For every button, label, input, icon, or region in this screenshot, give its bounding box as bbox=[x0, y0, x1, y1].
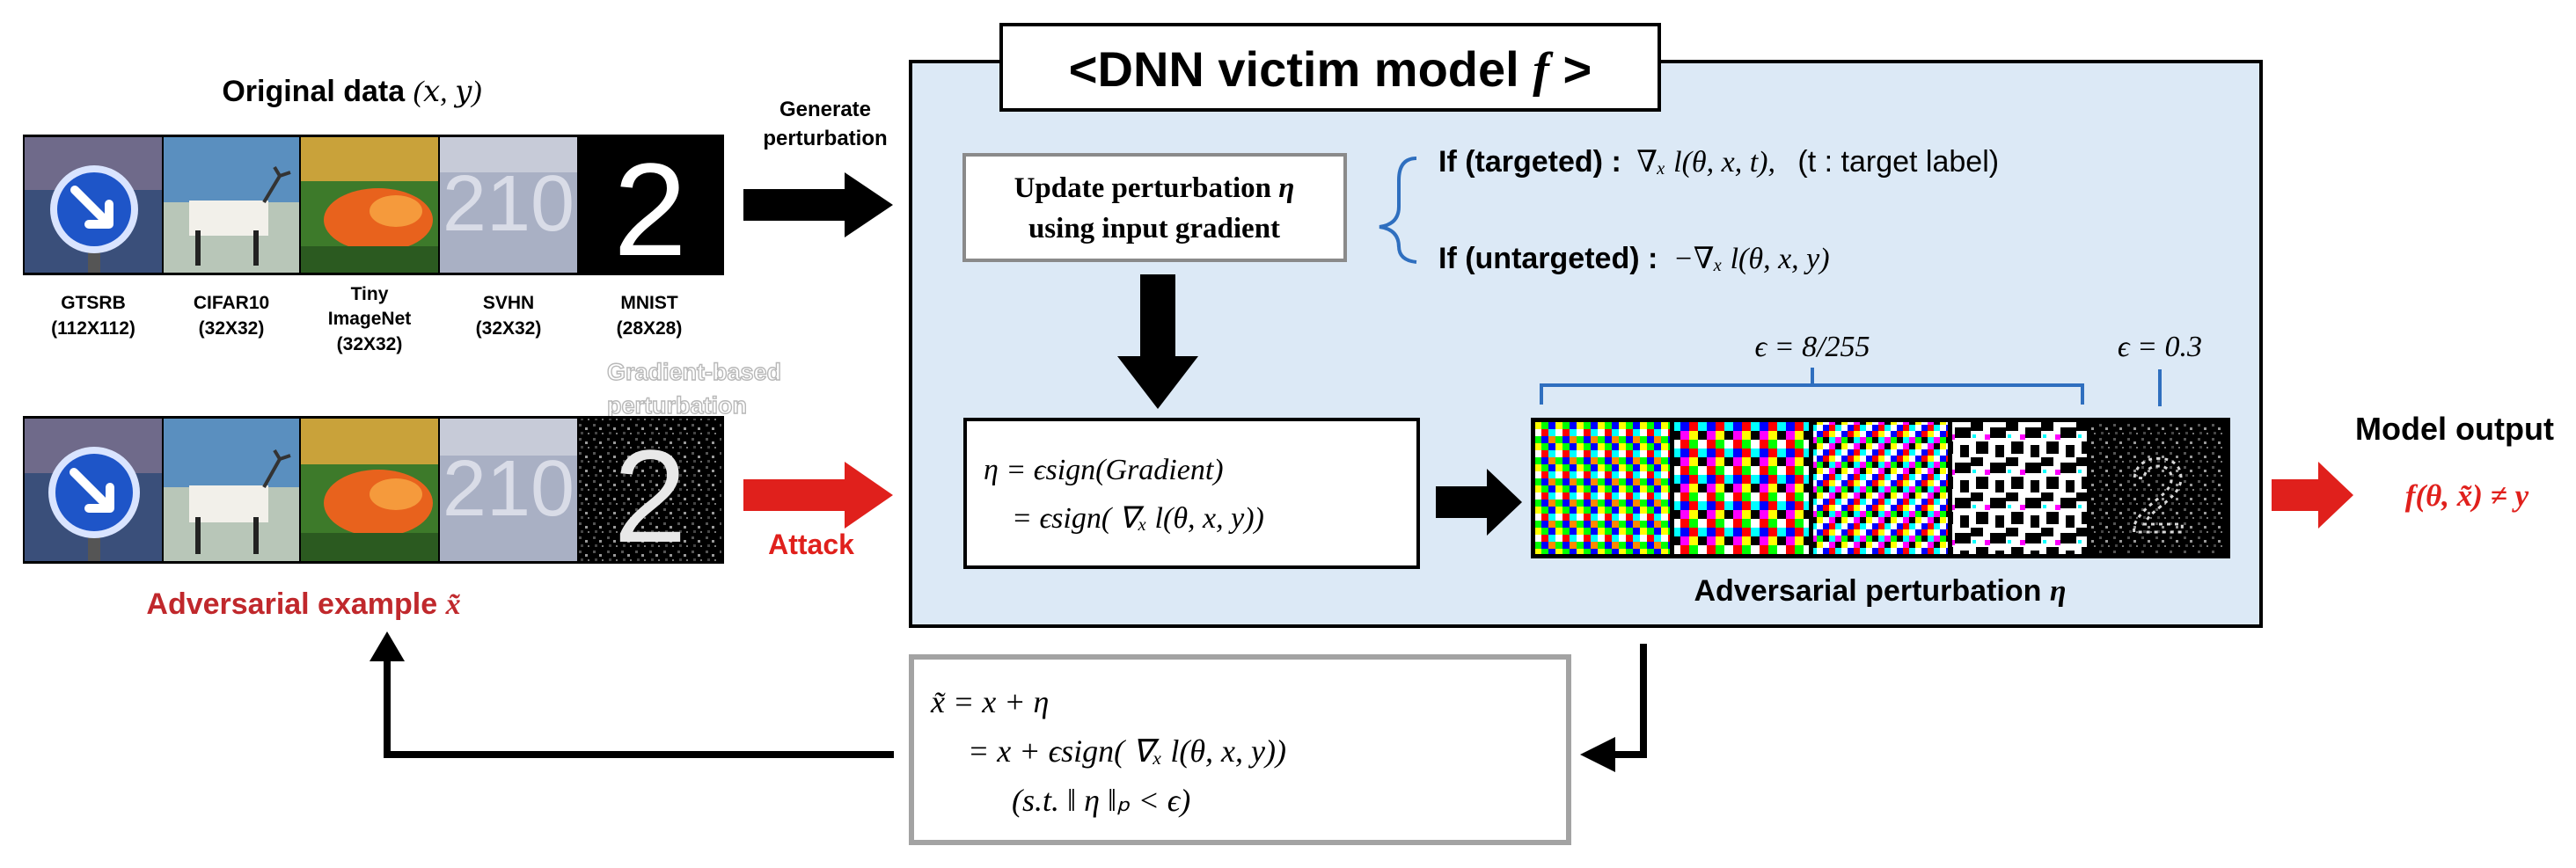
update-line1-text: Update perturbation bbox=[1014, 172, 1271, 204]
panel-title-var: f bbox=[1533, 43, 1554, 98]
perturbation-cifar10 bbox=[1674, 422, 1809, 554]
arrow-icon bbox=[1117, 274, 1198, 409]
dataset-name: SVHN bbox=[483, 293, 534, 313]
arrow-icon bbox=[1436, 469, 1522, 536]
untargeted-expr: −∇ₓ l(θ, x, y) bbox=[1673, 243, 1830, 275]
arrow-icon bbox=[743, 462, 893, 529]
svg-text:210: 210 bbox=[443, 445, 574, 533]
svg-text:2: 2 bbox=[2129, 437, 2188, 555]
curly-brace-icon bbox=[1379, 157, 1417, 264]
dataset-size: (112X112) bbox=[51, 318, 135, 339]
arrow-icon bbox=[1580, 737, 1615, 772]
update-perturbation-box bbox=[962, 153, 1347, 262]
svg-text:Adversarial example x̃: Adversarial example x̃ bbox=[146, 587, 460, 621]
dataset-size: (32X32) bbox=[337, 334, 403, 354]
eta-line2: = ϵsign( ∇ₓ l(θ, x, y)) bbox=[1012, 502, 1264, 535]
panel-title-prefix: <DNN victim model bbox=[1069, 41, 1519, 97]
svg-text:2: 2 bbox=[613, 135, 686, 283]
panel-title: <DNN victim model f > bbox=[1069, 41, 1592, 98]
mnist-image: 2 bbox=[579, 135, 721, 283]
connector-line bbox=[384, 658, 894, 758]
arrow-icon bbox=[743, 172, 893, 237]
perturbation-strip: 2 bbox=[1531, 418, 2230, 558]
dataset-labels: GTSRB (112X112) CIFAR10 (32X32) Tiny Ima… bbox=[51, 284, 682, 354]
dataset-size: (28X28) bbox=[617, 318, 683, 339]
perturbation-mnist bbox=[2091, 422, 2226, 554]
eta-formula-box bbox=[963, 418, 1420, 569]
bracket-icon bbox=[1540, 368, 2084, 405]
dataset-name: CIFAR10 bbox=[194, 293, 269, 313]
arrow-icon bbox=[370, 631, 405, 661]
bottom-line1: x̃ = x + η bbox=[930, 684, 1049, 719]
svg-text:2: 2 bbox=[613, 422, 686, 570]
bottom-line3: (s.t. ‖ η ‖ₚ < ϵ) bbox=[1012, 783, 1190, 818]
eps-rgb-label: ϵ = 8/255 bbox=[1754, 331, 1870, 363]
cifar10-image bbox=[164, 137, 299, 273]
generate-label-line2: perturbation bbox=[763, 127, 887, 150]
perturbation-caption-text: Adversarial perturbation bbox=[1694, 574, 2041, 608]
adversarial-example-var: x̃ bbox=[445, 588, 461, 621]
generate-label-line1: Generate bbox=[779, 98, 871, 121]
svg-text:210: 210 bbox=[443, 160, 574, 248]
gradient-label-line2: perturbation bbox=[607, 392, 747, 419]
adversarial-formula-box bbox=[909, 654, 1571, 845]
perturbation-tiny-imagenet bbox=[1813, 422, 1948, 554]
adversarial-image-strip: 210 2 bbox=[23, 416, 724, 570]
dataset-size: (32X32) bbox=[199, 318, 265, 339]
gtsrb-image bbox=[25, 137, 162, 273]
dataset-name: MNIST bbox=[620, 293, 678, 313]
untargeted-line: If (untargeted) : −∇ₓ l(θ, x, y) bbox=[1438, 242, 1830, 275]
tiny-imagenet-image bbox=[301, 137, 438, 273]
model-output-title: Model output bbox=[2355, 411, 2554, 447]
dataset-name-2: ImageNet bbox=[328, 309, 412, 329]
adversarial-example-title: Adversarial example bbox=[146, 587, 437, 621]
attack-label: Attack bbox=[768, 529, 854, 560]
bottom-line2: = x + ϵsign( ∇ₓ l(θ, x, y)) bbox=[968, 733, 1286, 769]
untargeted-label: If (untargeted) : bbox=[1438, 242, 1658, 275]
targeted-line: If (targeted) : ∇ₓ l(θ, x, t), (t : targ… bbox=[1438, 145, 1999, 179]
perturbation-gtsrb bbox=[1535, 422, 1670, 554]
targeted-note: (t : target label) bbox=[1797, 145, 1999, 179]
svhn-image: 210 bbox=[440, 137, 577, 273]
gradient-perturbation-label: Gradient-based perturbation bbox=[606, 358, 781, 419]
perturbation-svhn bbox=[1952, 422, 2087, 554]
original-image-strip: 210 2 bbox=[23, 135, 724, 283]
update-var: η bbox=[1278, 172, 1294, 204]
update-line1: Update perturbation η bbox=[1014, 172, 1295, 204]
panel-title-box bbox=[999, 23, 1661, 112]
model-output-expr: f(θ, x̃) ≠ y bbox=[2405, 478, 2529, 513]
eta-line1: η = ϵsign(Gradient) bbox=[984, 454, 1224, 486]
dataset-size: (32X32) bbox=[476, 318, 542, 339]
targeted-expr: ∇ₓ l(θ, x, t), bbox=[1636, 146, 1775, 179]
dataset-name: GTSRB bbox=[61, 293, 126, 313]
arrow-icon bbox=[2272, 462, 2353, 529]
eps-mnist-label: ϵ = 0.3 bbox=[2118, 331, 2202, 363]
perturbation-caption-var: η bbox=[2050, 575, 2067, 608]
targeted-label: If (targeted) : bbox=[1438, 145, 1621, 179]
original-data-title: Original data bbox=[222, 75, 406, 108]
connector-line bbox=[1610, 644, 1647, 758]
update-line2: using input gradient bbox=[1028, 213, 1280, 244]
gradient-label-line1: Gradient-based bbox=[607, 359, 781, 385]
svg-text:Original data (𝑥, 𝑦): Original data (𝑥, 𝑦) bbox=[222, 75, 481, 108]
perturbation-caption: Adversarial perturbation η bbox=[1694, 574, 2066, 608]
panel-title-suffix: > bbox=[1562, 41, 1592, 97]
original-data-vars: (𝑥, 𝑦) bbox=[413, 76, 482, 108]
dataset-name: Tiny bbox=[351, 284, 389, 304]
